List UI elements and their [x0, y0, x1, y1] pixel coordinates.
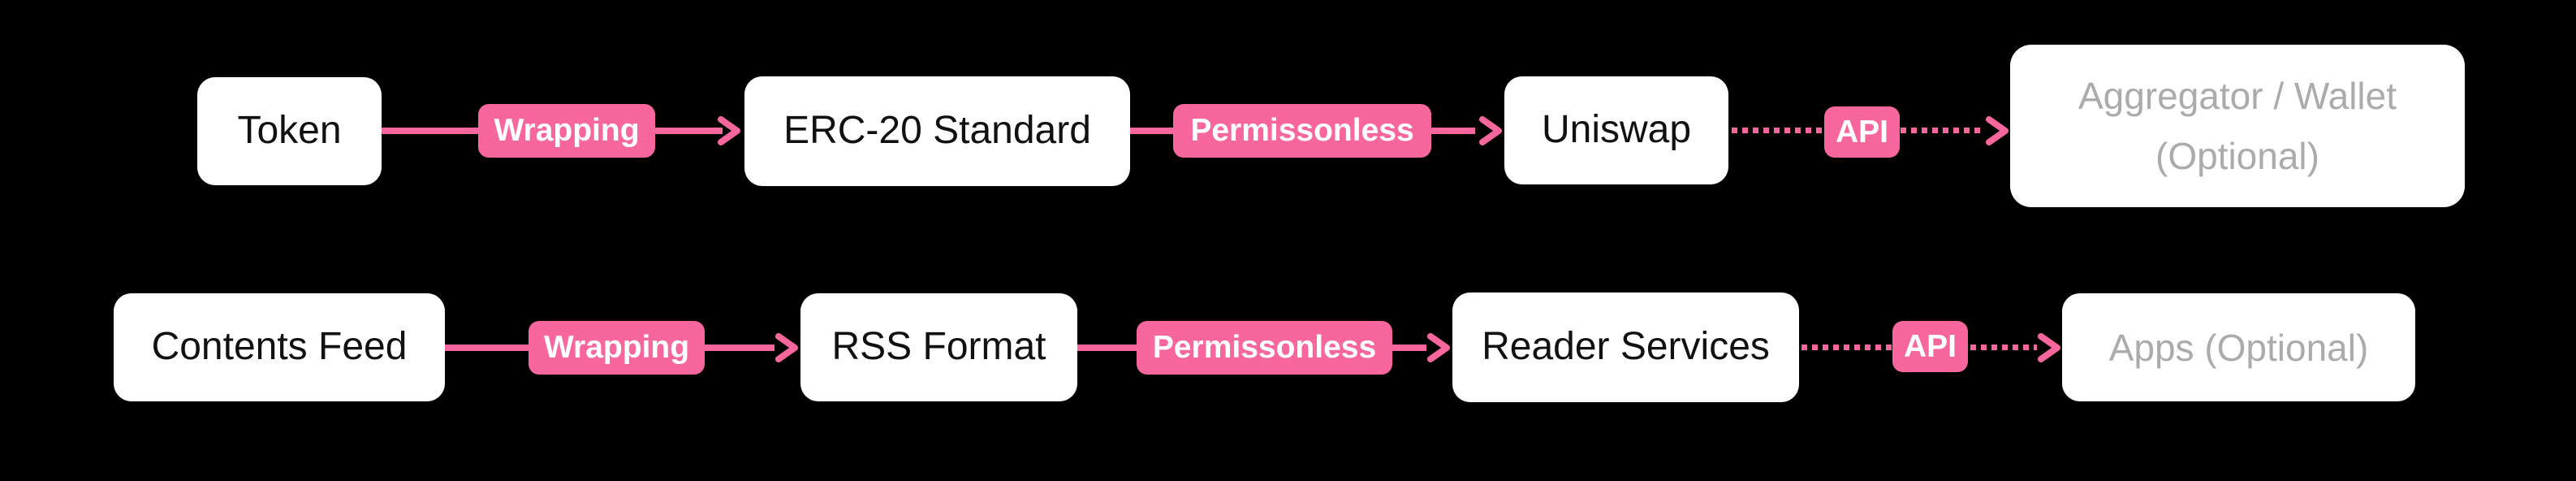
node-rss-format-label: RSS Format: [831, 325, 1046, 369]
node-apps-optional-label: Apps (Optional): [2108, 326, 2369, 369]
optional-label-line2: (Optional): [2155, 135, 2319, 177]
node-rss-format: RSS Format: [800, 293, 1077, 401]
node-contents-feed-label: Contents Feed: [151, 325, 408, 369]
node-contents-feed: Contents Feed: [114, 293, 445, 401]
arrowhead-icon: [1427, 333, 1450, 362]
node-erc20-standard-label: ERC-20 Standard: [783, 109, 1091, 153]
edge-label-api-row2-text: API: [1903, 328, 1957, 364]
edge-label-permissionless-row2-text: Permissonless: [1152, 330, 1377, 365]
node-aggregator-wallet-optional: Aggregator / Wallet (Optional): [2010, 45, 2465, 207]
edge-label-wrapping-row1: Wrapping: [478, 104, 655, 158]
arrowhead-icon: [718, 116, 740, 145]
node-erc20-standard: ERC-20 Standard: [744, 76, 1130, 186]
edge-label-api-row2: API: [1892, 321, 1968, 372]
edge-label-wrapping-row1-text: Wrapping: [494, 113, 640, 148]
arrowhead-icon: [2038, 333, 2060, 362]
node-token: Token: [197, 77, 382, 185]
node-reader-services: Reader Services: [1452, 292, 1799, 402]
edge-label-api-row1: API: [1824, 106, 1900, 158]
edge-label-wrapping-row2: Wrapping: [529, 321, 705, 375]
node-reader-services-label: Reader Services: [1482, 325, 1770, 369]
arrowhead-icon: [1479, 116, 1502, 145]
edge-label-api-row1-text: API: [1835, 114, 1888, 150]
edge-label-permissionless-row1: Permissonless: [1173, 104, 1431, 158]
arrowhead-icon: [1986, 116, 2009, 145]
optional-label-line1: Aggregator / Wallet: [2078, 75, 2397, 117]
node-token-label: Token: [237, 109, 342, 153]
node-uniswap: Uniswap: [1504, 76, 1728, 184]
node-apps-optional: Apps (Optional): [2062, 293, 2415, 401]
node-aggregator-wallet-optional-label: Aggregator / Wallet (Optional): [2078, 66, 2397, 186]
edge-label-permissionless-row2: Permissonless: [1137, 321, 1392, 375]
edge-label-wrapping-row2-text: Wrapping: [543, 330, 690, 365]
arrowhead-icon: [775, 333, 798, 362]
edge-label-permissionless-row1-text: Permissonless: [1190, 113, 1414, 148]
node-uniswap-label: Uniswap: [1541, 108, 1692, 152]
